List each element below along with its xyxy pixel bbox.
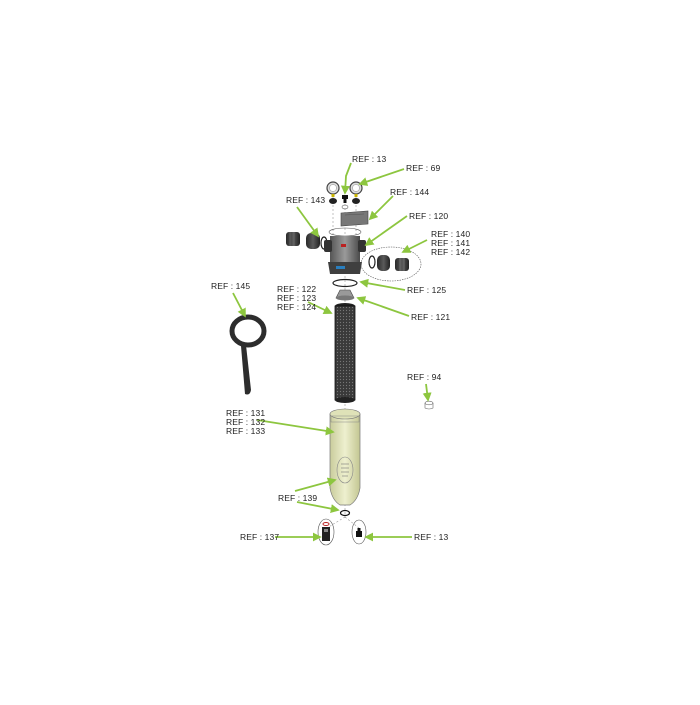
label-ref-94: REF : 94 bbox=[407, 372, 442, 382]
filter-cartridge-icon bbox=[334, 303, 356, 403]
small-cap-icon bbox=[424, 400, 434, 410]
label-ref-140: REF : 140 bbox=[431, 229, 471, 239]
label-ref-124: REF : 124 bbox=[277, 302, 317, 312]
inlet-connector-icon bbox=[286, 232, 328, 250]
bracket-plate-icon bbox=[340, 210, 369, 227]
plug-bottom-icon bbox=[351, 519, 367, 545]
label-ref-139: REF : 139 bbox=[278, 493, 318, 503]
pressure-gauge-left-icon bbox=[326, 181, 340, 204]
drain-valve-icon bbox=[317, 518, 335, 546]
label-ref-142: REF : 142 bbox=[431, 247, 471, 257]
callout-arrows bbox=[232, 162, 432, 542]
label-ref-132: REF : 132 bbox=[226, 417, 266, 427]
label-ref-145: REF : 145 bbox=[211, 281, 251, 291]
pressure-gauge-right-icon bbox=[349, 181, 363, 204]
label-ref-131: REF : 131 bbox=[226, 408, 266, 418]
cartridge-adapter-icon bbox=[335, 289, 355, 301]
label-ref-120: REF : 120 bbox=[409, 211, 449, 221]
transparent-bowl-icon bbox=[329, 408, 361, 506]
label-ref-137: REF : 137 bbox=[240, 532, 280, 542]
outlet-connector-icon bbox=[360, 246, 422, 282]
filter-head-icon bbox=[324, 227, 366, 288]
label-ref-13-bottom: REF : 13 bbox=[414, 532, 449, 542]
label-ref-69: REF : 69 bbox=[406, 163, 441, 173]
label-ref-123: REF : 123 bbox=[277, 293, 317, 303]
housing-wrench-icon bbox=[229, 314, 267, 395]
label-ref-122: REF : 122 bbox=[277, 284, 317, 294]
label-ref-133: REF : 133 bbox=[226, 426, 266, 436]
label-ref-125: REF : 125 bbox=[407, 285, 447, 295]
label-ref-13-top: REF : 13 bbox=[352, 154, 387, 164]
plug-top-icon bbox=[341, 195, 349, 210]
label-ref-144: REF : 144 bbox=[390, 187, 430, 197]
label-ref-143: REF : 143 bbox=[286, 195, 326, 205]
label-ref-121: REF : 121 bbox=[411, 312, 451, 322]
label-ref-141: REF : 141 bbox=[431, 238, 471, 248]
bowl-o-ring-icon bbox=[339, 509, 351, 517]
